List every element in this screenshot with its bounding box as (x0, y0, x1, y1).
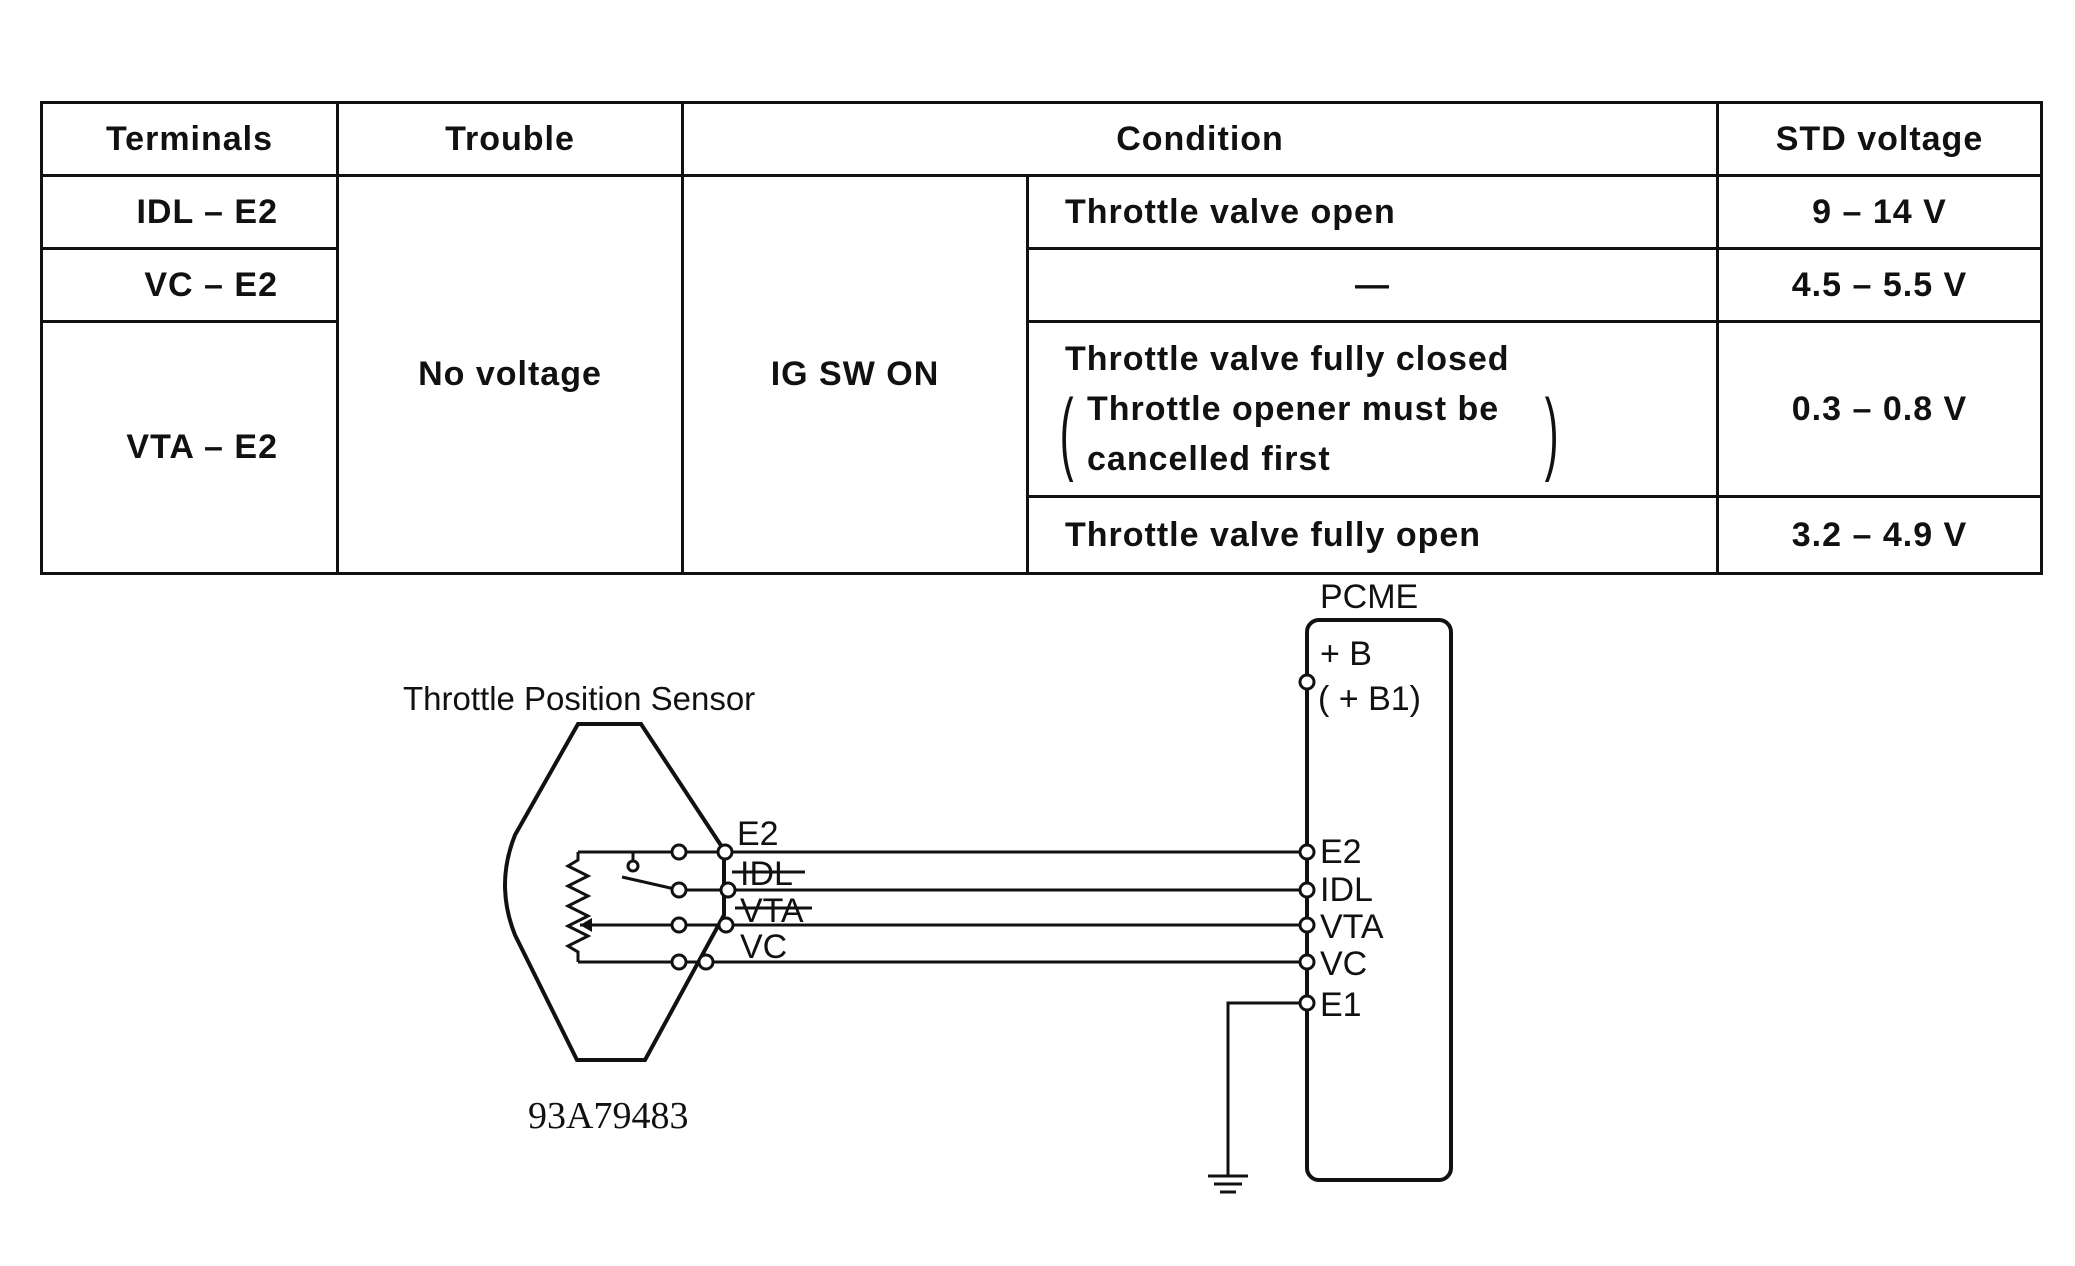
sensor-terminal-e2 (716, 843, 734, 861)
switch-blade (621, 875, 680, 892)
trouble-cell: No voltage (336, 174, 684, 575)
voltage-cell: 4.5 – 5.5 V (1716, 247, 2043, 323)
ecu-terminal-label: VTA (1320, 908, 1384, 946)
ecu-terminal-e1 (1298, 994, 1316, 1012)
table-row: VTA – E2 Throttle valve fully closed ( T… (40, 320, 2043, 575)
ecu-box (1305, 618, 1453, 1182)
table-row: VC – E2 — 4.5 – 5.5 V (40, 247, 2043, 323)
header-trouble: Trouble (336, 101, 684, 177)
ecu-terminal-label: E1 (1320, 986, 1362, 1024)
ecu-terminal-vc (1298, 953, 1316, 971)
terminals-cell: VC – E2 (40, 247, 339, 323)
terminals-cell: IDL – E2 (40, 174, 339, 250)
table-row: Throttle valve fully open 3.2 – 4.9 V (42, 495, 2043, 575)
ecu-terminal-vta (1298, 916, 1316, 934)
condition-main-text: Throttle valve fully closed (1065, 340, 1510, 378)
right-paren: ) (1545, 381, 1560, 483)
ecu-power-label: + B (1320, 635, 1372, 673)
sensor-node-e2 (670, 843, 688, 861)
ecu-terminal-b (1298, 673, 1316, 691)
voltage-cell: 9 – 14 V (1716, 174, 2043, 250)
condition-cell: Throttle valve fully open (1026, 495, 1719, 575)
condition-cell: — (1026, 247, 1719, 323)
ecu-terminal-label: IDL (1320, 871, 1373, 909)
condition-note-line1: Throttle opener must be (1087, 390, 1500, 428)
ecu-terminal-idl (1298, 881, 1316, 899)
sensor-terminal-label: VC (740, 928, 787, 966)
ecu-terminal-e2 (1298, 843, 1316, 861)
sensor-terminal-idl (719, 881, 737, 899)
header-condition: Condition (681, 101, 1719, 177)
terminals-cell: VTA – E2 (40, 320, 339, 575)
left-paren: ( (1059, 381, 1074, 483)
sensor-terminal-vta (717, 916, 735, 934)
header-std-voltage: STD voltage (1716, 101, 2043, 177)
voltage-cell: 3.2 – 4.9 V (1716, 495, 2043, 575)
header-terminals: Terminals (40, 101, 339, 177)
condition-main-cell: IG SW ON (681, 174, 1029, 575)
condition-cell: Throttle valve open (1026, 174, 1719, 250)
condition-note: ( Throttle opener must be cancelled firs… (1060, 381, 1716, 484)
wire-e1-ground (1226, 1001, 1300, 1175)
table-header-row: Terminals Trouble Condition STD voltage (40, 101, 2043, 177)
ecu-power-label: ( + B1) (1318, 680, 1421, 718)
sensor-terminal-label: E2 (737, 815, 779, 853)
figure-code: 93A79483 (528, 1095, 688, 1137)
sensor-terminal-vc (697, 953, 715, 971)
ecu-terminal-label: VC (1320, 945, 1367, 983)
ground-icon (1208, 1174, 1248, 1194)
switch-pivot (626, 859, 640, 873)
resistor (564, 852, 592, 962)
sensor-body (503, 722, 726, 1062)
sensor-node-idl (670, 881, 688, 899)
condition-note-line2: cancelled first (1087, 440, 1331, 478)
ecu-label: PCME (1320, 578, 1418, 616)
ecu-terminal-label: E2 (1320, 833, 1362, 871)
voltage-cell: 0.3 – 0.8 V (1716, 320, 2043, 498)
sensor-terminal-label: VTA (740, 892, 804, 930)
sensor-label: Throttle Position Sensor (403, 680, 755, 717)
spec-table: Terminals Trouble Condition STD voltage … (40, 101, 2043, 575)
wiper-arrow (580, 918, 592, 932)
sensor-node-vc (670, 953, 688, 971)
table-row: IDL – E2 No voltage IG SW ON Throttle va… (40, 174, 2043, 575)
sensor-node-vta (670, 916, 688, 934)
condition-cell: Throttle valve fully closed ( Throttle o… (1026, 320, 1719, 498)
sensor-terminal-label: IDL (740, 855, 793, 893)
